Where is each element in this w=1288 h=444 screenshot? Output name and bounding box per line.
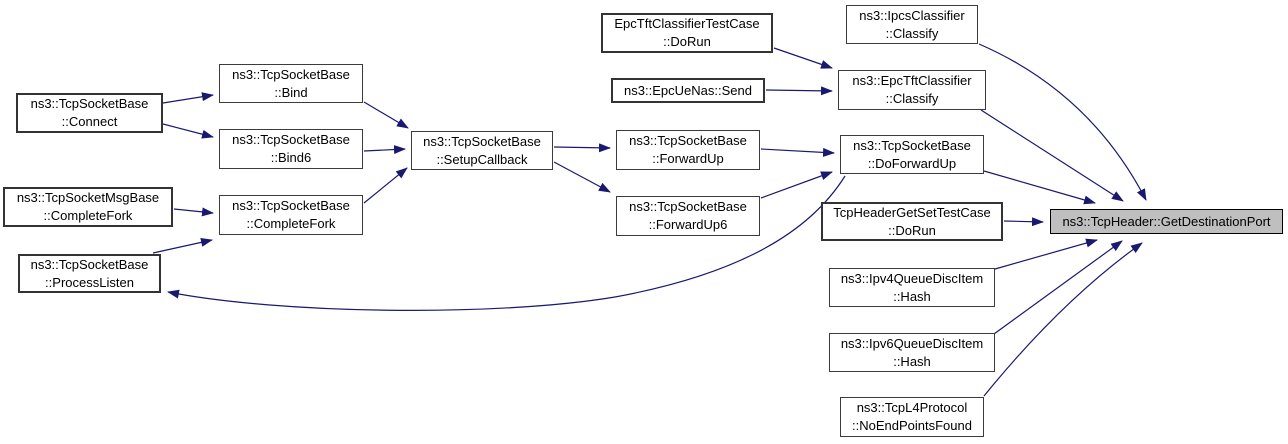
edge-ipv6-hash-to-getdestinationport	[993, 240, 1123, 335]
node-msgbase-completefork[interactable]: ns3::TcpSocketMsgBase ::CompleteFork	[3, 187, 173, 227]
node-bind6[interactable]: ns3::TcpSocketBase ::Bind6	[219, 129, 363, 169]
edge-connect-to-bind	[162, 92, 214, 104]
node-forwardup[interactable]: ns3::TcpSocketBase ::ForwardUp	[616, 130, 760, 170]
edge-ipv4-hash-to-getdestinationport	[994, 238, 1098, 270]
edge-epctft-testcase-to-classify	[773, 47, 833, 69]
node-doforwardup[interactable]: ns3::TcpSocketBase ::DoForwardUp	[840, 135, 984, 174]
edge-setupcallback-to-forwardup	[553, 143, 611, 153]
node-epctft-classify[interactable]: ns3::EpcTftClassifier ::Classify	[838, 70, 986, 110]
edge-doforwardup-to-processlisten	[167, 175, 846, 311]
node-ipcs-classify[interactable]: ns3::IpcsClassifier ::Classify	[846, 5, 978, 44]
edge-setupcallback-to-forwardup6	[553, 161, 611, 193]
node-processlisten[interactable]: ns3::TcpSocketBase ::ProcessListen	[18, 254, 161, 293]
edge-noendpointsfound-to-getdestinationport	[983, 242, 1143, 397]
edge-connect-to-bind6	[162, 123, 214, 139]
node-tcpheader-testcase-dorun[interactable]: TcpHeaderGetSetTestCase ::DoRun	[821, 202, 1003, 241]
node-ipv6-hash[interactable]: ns3::Ipv6QueueDiscItem ::Hash	[829, 333, 995, 372]
node-connect[interactable]: ns3::TcpSocketBase ::Connect	[16, 93, 163, 133]
node-forwardup6[interactable]: ns3::TcpSocketBase ::ForwardUp6	[616, 196, 760, 236]
edge-forwardup6-to-doforwardup	[760, 171, 833, 199]
edge-processlisten-to-completefork	[152, 237, 213, 254]
edge-forwardup-to-doforwardup	[760, 147, 835, 157]
node-setupcallback[interactable]: ns3::TcpSocketBase ::SetupCallback	[411, 131, 553, 170]
edge-send-to-classify	[765, 86, 833, 96]
node-completefork[interactable]: ns3::TcpSocketBase ::CompleteFork	[219, 195, 363, 235]
node-epctft-testcase-dorun[interactable]: EpcTftClassifierTestCase ::DoRun	[601, 13, 773, 53]
node-noendpointsfound[interactable]: ns3::TcpL4Protocol ::NoEndPointsFound	[840, 397, 984, 437]
edge-doforwardup-to-getdestinationport	[983, 170, 1096, 205]
edge-ipcs-classify-to-getdestinationport	[978, 43, 1147, 201]
node-getdestinationport: ns3::TcpHeader::GetDestinationPort	[1050, 209, 1283, 234]
edge-bind6-to-setupcallback	[363, 145, 406, 155]
edge-msgbase-completefork-to-completefork	[173, 207, 214, 217]
node-epcuenas-send[interactable]: ns3::EpcUeNas::Send	[611, 78, 765, 103]
edge-epctft-classify-to-getdestinationport	[980, 109, 1124, 202]
edge-tcpheader-testcase-to-getdestinationport	[1003, 217, 1044, 227]
edge-completefork-to-setupcallback	[363, 167, 408, 204]
edge-bind-to-setupcallback	[363, 101, 409, 129]
node-ipv4-hash[interactable]: ns3::Ipv4QueueDiscItem ::Hash	[829, 268, 995, 307]
node-bind[interactable]: ns3::TcpSocketBase ::Bind	[219, 64, 363, 103]
